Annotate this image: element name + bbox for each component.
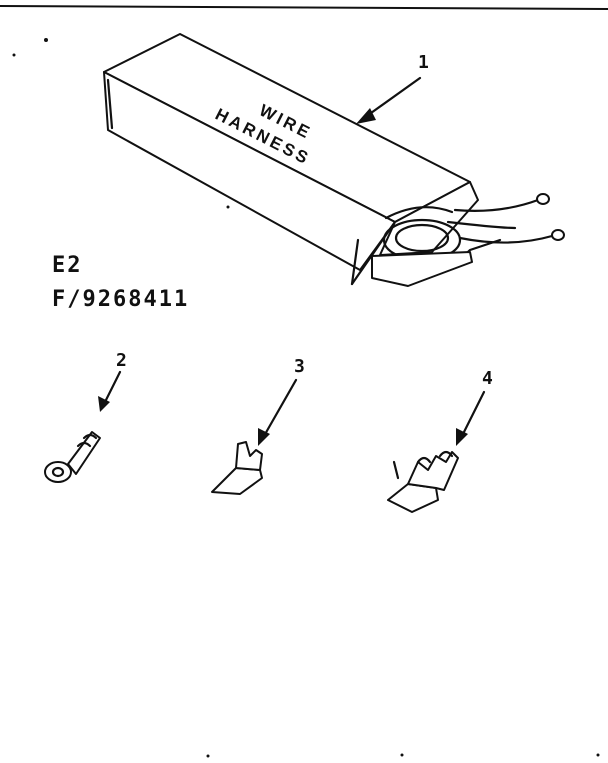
- top-border: [0, 5, 608, 10]
- scan-specks: [12, 38, 600, 758]
- ring-terminal: 2: [44, 350, 127, 483]
- callout-1-label: 1: [418, 52, 429, 73]
- spade-terminal: 3: [211, 356, 305, 495]
- part-number: F/9268411: [52, 287, 189, 312]
- callout-1: 1: [356, 52, 429, 124]
- quick-connect-terminal: 4: [387, 368, 493, 513]
- callout-3-label: 3: [294, 356, 305, 377]
- reference-code: E2: [52, 253, 83, 278]
- wire-harness-box: WIRE HARNESS: [103, 33, 565, 287]
- callout-4-label: 4: [482, 368, 493, 389]
- callout-2-label: 2: [116, 350, 127, 371]
